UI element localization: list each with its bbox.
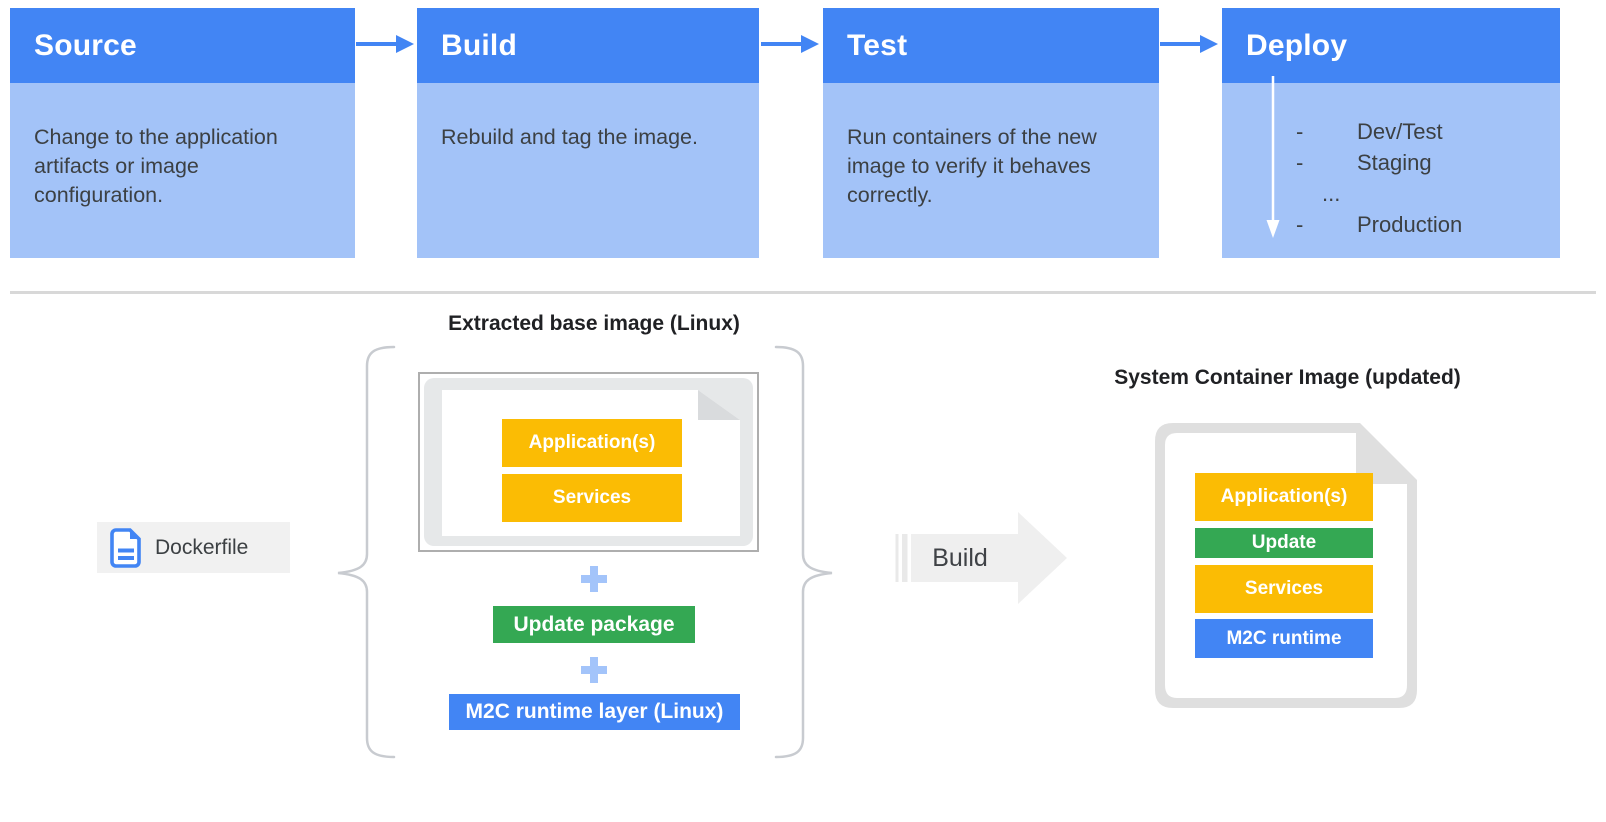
result-layer-update: Update <box>1195 528 1373 558</box>
m2c-runtime-layer-box: M2C runtime layer (Linux) <box>449 694 740 730</box>
deploy-env-dev-test: - Dev/Test <box>1296 116 1462 147</box>
dockerfile-chip: Dockerfile <box>97 522 290 573</box>
env-label: Production <box>1357 212 1463 237</box>
step-build-title: Build <box>417 8 759 83</box>
section-divider <box>10 291 1596 294</box>
build-arrow-label: Build <box>932 544 988 572</box>
pipeline-step-test: Test Run containers of the new image to … <box>823 8 1159 258</box>
step-build-description: Rebuild and tag the image. <box>417 83 759 258</box>
deploy-environment-list: - Dev/Test - Staging ... - Production <box>1296 116 1462 240</box>
env-bullet: - <box>1296 119 1304 144</box>
arrow-test-to-deploy-icon <box>1160 35 1218 53</box>
step-test-description: Run containers of the new image to verif… <box>823 83 1159 258</box>
build-arrow-icon <box>895 512 1067 604</box>
result-layer-services: Services <box>1195 565 1373 613</box>
deploy-env-ellipsis: ... <box>1296 178 1462 209</box>
arrow-source-to-build-icon <box>356 35 414 53</box>
extracted-base-image-title: Extracted base image (Linux) <box>448 312 740 335</box>
plus-icon <box>581 657 607 683</box>
base-layer-services: Services <box>502 474 682 522</box>
update-package-box: Update package <box>493 606 695 643</box>
arrow-build-to-test-icon <box>761 35 819 53</box>
plus-icon <box>581 566 607 592</box>
system-container-image-title: System Container Image (updated) <box>1114 366 1461 389</box>
result-layer-m2c-runtime: M2C runtime <box>1195 619 1373 658</box>
env-bullet <box>1296 178 1322 209</box>
result-layer-applications: Application(s) <box>1195 473 1373 521</box>
dockerfile-label: Dockerfile <box>155 535 249 559</box>
system-container-image-doc: Application(s) Update Services M2C runti… <box>1155 423 1417 708</box>
deploy-env-production: - Production <box>1296 209 1462 240</box>
dockerfile-document-icon <box>110 527 141 568</box>
env-label: Dev/Test <box>1357 119 1443 144</box>
pipeline-step-deploy: Deploy - Dev/Test - Staging ... - Produc… <box>1222 8 1560 258</box>
deploy-down-arrow-icon <box>1266 76 1280 238</box>
pipeline-step-source: Source Change to the application artifac… <box>10 8 355 258</box>
deploy-env-staging: - Staging <box>1296 147 1462 178</box>
base-layer-applications: Application(s) <box>502 419 682 467</box>
env-bullet: - <box>1296 212 1304 237</box>
step-deploy-title: Deploy <box>1222 8 1560 83</box>
step-test-title: Test <box>823 8 1159 83</box>
env-label: ... <box>1322 181 1341 206</box>
grouping-braces <box>337 345 833 759</box>
pipeline-step-build: Build Rebuild and tag the image. <box>417 8 759 258</box>
step-source-description: Change to the application artifacts or i… <box>10 83 355 258</box>
step-deploy-body <box>1222 83 1560 258</box>
env-bullet: - <box>1296 150 1304 175</box>
page-fold-icon <box>698 390 740 420</box>
step-source-title: Source <box>10 8 355 83</box>
env-label: Staging <box>1357 150 1432 175</box>
